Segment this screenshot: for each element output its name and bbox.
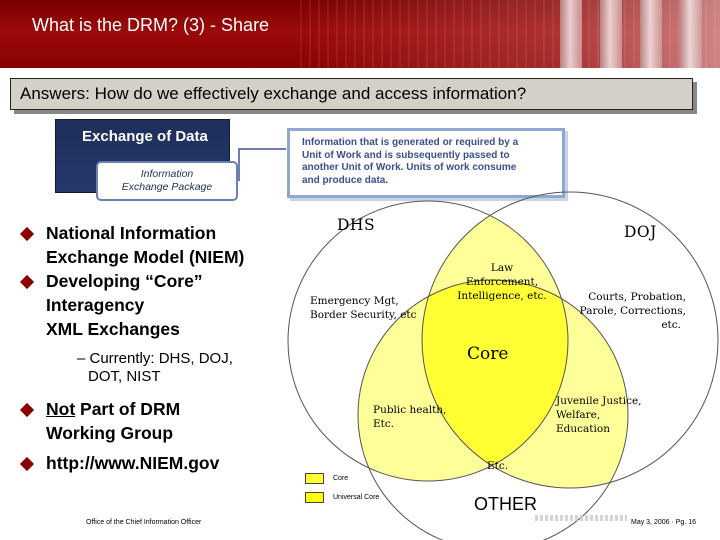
venn-label-dhs: DHS xyxy=(337,216,376,234)
legend-universal-core-swatch xyxy=(305,492,324,503)
banner-column-graphic xyxy=(680,0,702,68)
bullet-text: Exchange Model (NIEM) xyxy=(46,247,245,267)
venn-label-law-enforcement: Law Enforcement, Intelligence, etc. xyxy=(457,262,547,302)
banner-column-graphic xyxy=(640,0,662,68)
banner-column-graphic xyxy=(560,0,582,68)
diamond-bullet-icon xyxy=(19,402,35,418)
venn-circle-dhs xyxy=(287,200,569,482)
page-title: What is the DRM? (3) - Share xyxy=(32,15,270,35)
legend-core-swatch xyxy=(305,473,324,484)
bullet-text: Working Group xyxy=(46,423,174,443)
bullet-text: Part of DRM xyxy=(75,399,181,419)
footer-watermark-graphic xyxy=(535,515,627,521)
definition-line: and produce data. xyxy=(302,174,389,186)
definition-line: Information that is generated or require… xyxy=(302,137,519,148)
legend-core-label: Core xyxy=(333,475,349,482)
sub-bullet-text: – Currently: DHS, DOJ, xyxy=(77,350,233,367)
sub-bullet-currently: – Currently: DHS, DOJ, DOT, NIST xyxy=(77,350,233,386)
footer-date-page: May 3, 2006 · Pg. 16 xyxy=(631,519,696,526)
diamond-bullet-icon xyxy=(19,226,35,242)
venn-label-core: Core xyxy=(467,344,509,364)
venn-label-doj: DOJ xyxy=(624,223,657,241)
question-banner: Answers: How do we effectively exchange … xyxy=(10,78,693,110)
iep-label-line1: Information xyxy=(140,168,194,180)
venn-label-other: OTHER xyxy=(474,494,537,514)
iep-label-line2: Exchange Package xyxy=(121,181,213,193)
venn-label-etc: Etc. xyxy=(487,460,509,472)
venn-label-public-health: Public health, Etc. xyxy=(373,404,447,430)
definition-callout: Information that is generated or require… xyxy=(287,128,565,198)
venn-universal-core-area xyxy=(358,201,628,488)
bullet-emphasis: Not xyxy=(46,399,76,419)
sub-bullet-text: DOT, NIST xyxy=(88,368,161,385)
banner-column-graphic xyxy=(600,0,622,68)
information-exchange-package-box: Information Exchange Package xyxy=(96,161,238,201)
bullet-text: Developing “Core” xyxy=(46,271,203,291)
bullet-text: National Information xyxy=(46,223,217,243)
bullet-text: Interagency xyxy=(46,295,145,315)
niem-link[interactable]: http://www.NIEM.gov xyxy=(46,453,220,473)
callout-connector-line xyxy=(238,148,286,181)
legend-universal-core-label: Universal Core xyxy=(333,494,380,501)
diamond-bullet-icon xyxy=(19,456,35,472)
header-banner: What is the DRM? (3) - Share xyxy=(0,0,720,68)
bullet-text: XML Exchanges xyxy=(46,319,180,339)
venn-label-juvenile-justice: Juvenile Justice, Welfare, Education xyxy=(556,395,642,435)
exchange-of-data-title: Exchange of Data xyxy=(82,128,208,145)
definition-line: another Unit of Work. Units of work cons… xyxy=(302,162,517,173)
diamond-bullet-icon xyxy=(19,274,35,290)
definition-line: Unit of Work and is subsequently passed … xyxy=(302,149,510,161)
venn-label-courts: Courts, Probation, Parole, Corrections, … xyxy=(579,291,686,331)
venn-circle-doj xyxy=(421,191,719,489)
footer-office: Office of the Chief Information Officer xyxy=(86,519,202,526)
venn-label-emergency-mgt: Emergency Mgt, Border Security, etc xyxy=(310,295,417,321)
